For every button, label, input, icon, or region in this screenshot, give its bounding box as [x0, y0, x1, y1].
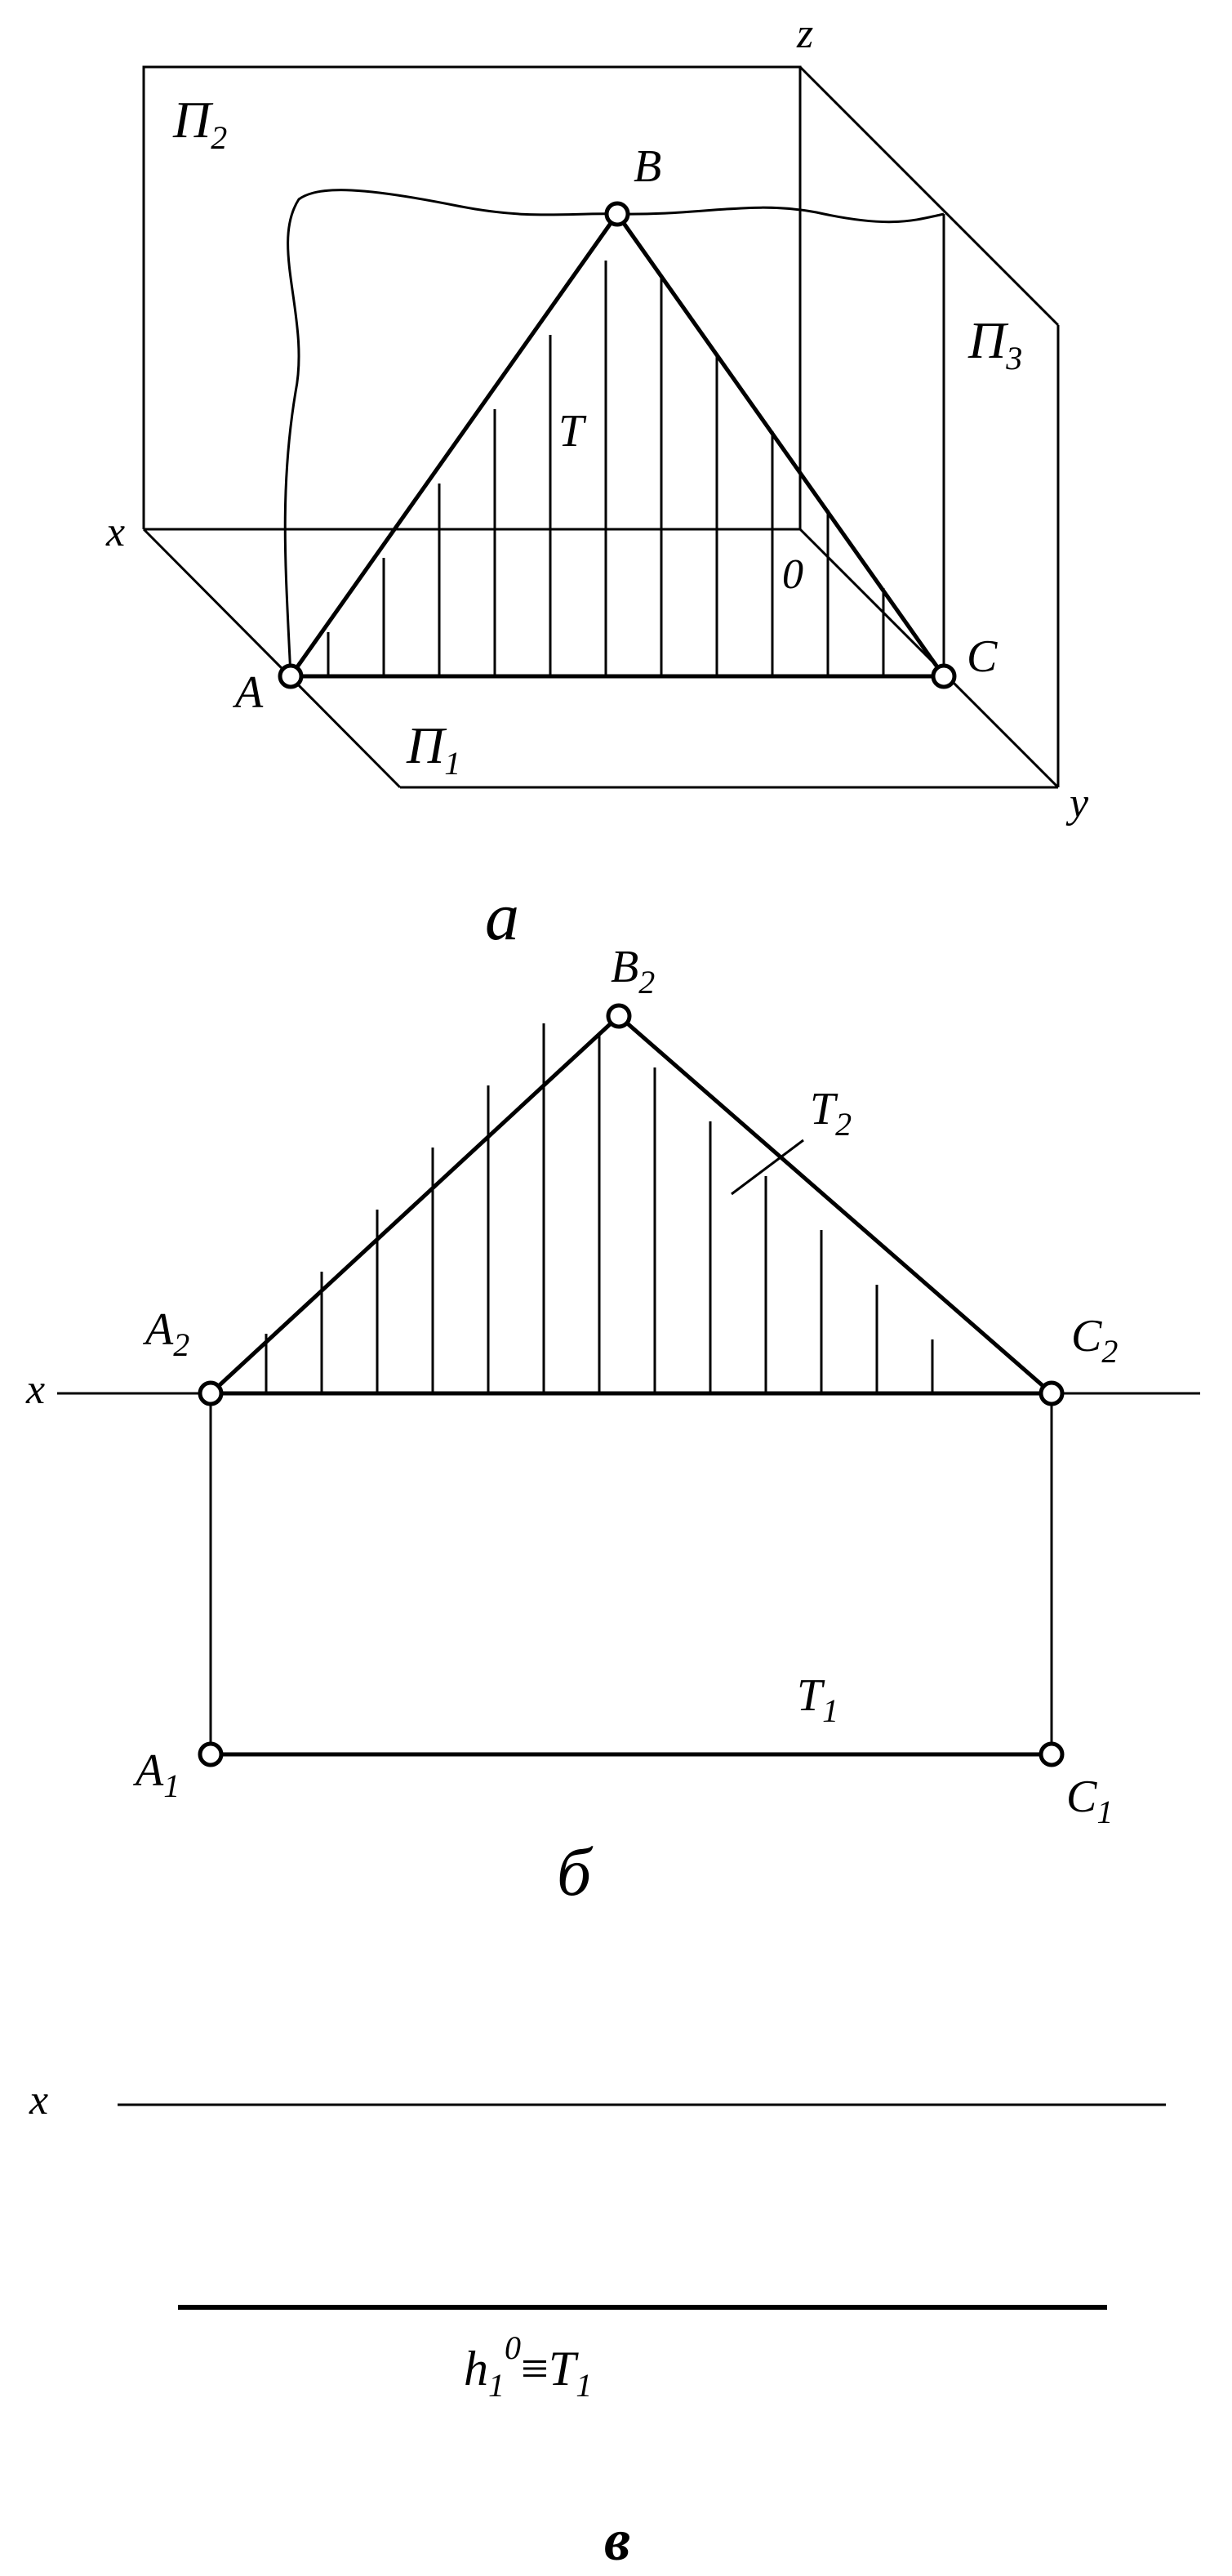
trace-t2-left-edge [209, 1014, 620, 1395]
origin-label: 0 [782, 551, 803, 598]
point-c-label: C [967, 631, 998, 682]
trace-t2-right-edge [617, 1014, 1053, 1395]
point-a1-label: A1 [132, 1745, 180, 1804]
axis-z-label: z [796, 11, 813, 57]
axis-y-label: y [1065, 780, 1089, 827]
plane-p3-label: П3 [967, 311, 1022, 377]
point-a2-marker [198, 1380, 224, 1406]
point-c2-label: C2 [1071, 1311, 1118, 1370]
point-b2-marker [606, 1003, 632, 1029]
figure-a: П2 П3 П1 x y z 0 A B C T а [105, 11, 1089, 955]
figure-c: x h10≡T1 в [29, 2077, 1166, 2573]
point-a-label: A [232, 667, 264, 718]
point-c2-marker [1039, 1380, 1065, 1406]
plane-t-hatching [327, 261, 885, 676]
break-line [283, 189, 945, 677]
point-b-marker [604, 201, 630, 227]
plane-p3-top-edge [798, 65, 1060, 327]
point-a-marker [278, 663, 304, 689]
plane-t-right-edge [615, 212, 946, 678]
plane-t-left-edge [288, 212, 620, 678]
point-a1-marker [198, 1741, 224, 1767]
caption-c: в [604, 2507, 630, 2573]
figure-b: x A2 B2 C2 A1 C1 T2 T1 б [25, 942, 1200, 1910]
trace-t1-label: T1 [797, 1670, 838, 1729]
trace-t2-hatching [265, 1023, 934, 1393]
point-c-marker [931, 663, 957, 689]
point-c1-label: C1 [1066, 1772, 1113, 1830]
h1-trace-label: h10≡T1 [464, 2329, 592, 2404]
axis-x-label-c: x [29, 2077, 48, 2124]
plane-p1-left-edge [142, 528, 402, 789]
plane-p2-label: П2 [172, 91, 227, 156]
plane-p2-outline [142, 65, 802, 529]
point-b2-label: B2 [611, 942, 655, 1001]
point-c1-marker [1039, 1741, 1065, 1767]
point-a2-label: A2 [142, 1304, 189, 1363]
leader-line-t2 [731, 1139, 804, 1196]
plane-p1-label: П1 [406, 716, 460, 782]
caption-b: б [557, 1834, 594, 1910]
caption-a: а [485, 879, 519, 955]
trace-t2-label: T2 [810, 1084, 852, 1143]
point-b-label: B [634, 141, 661, 192]
axis-x-label-a: x [105, 509, 125, 555]
plane-t-label: T [558, 406, 587, 457]
axis-x-label-b: x [25, 1366, 45, 1413]
